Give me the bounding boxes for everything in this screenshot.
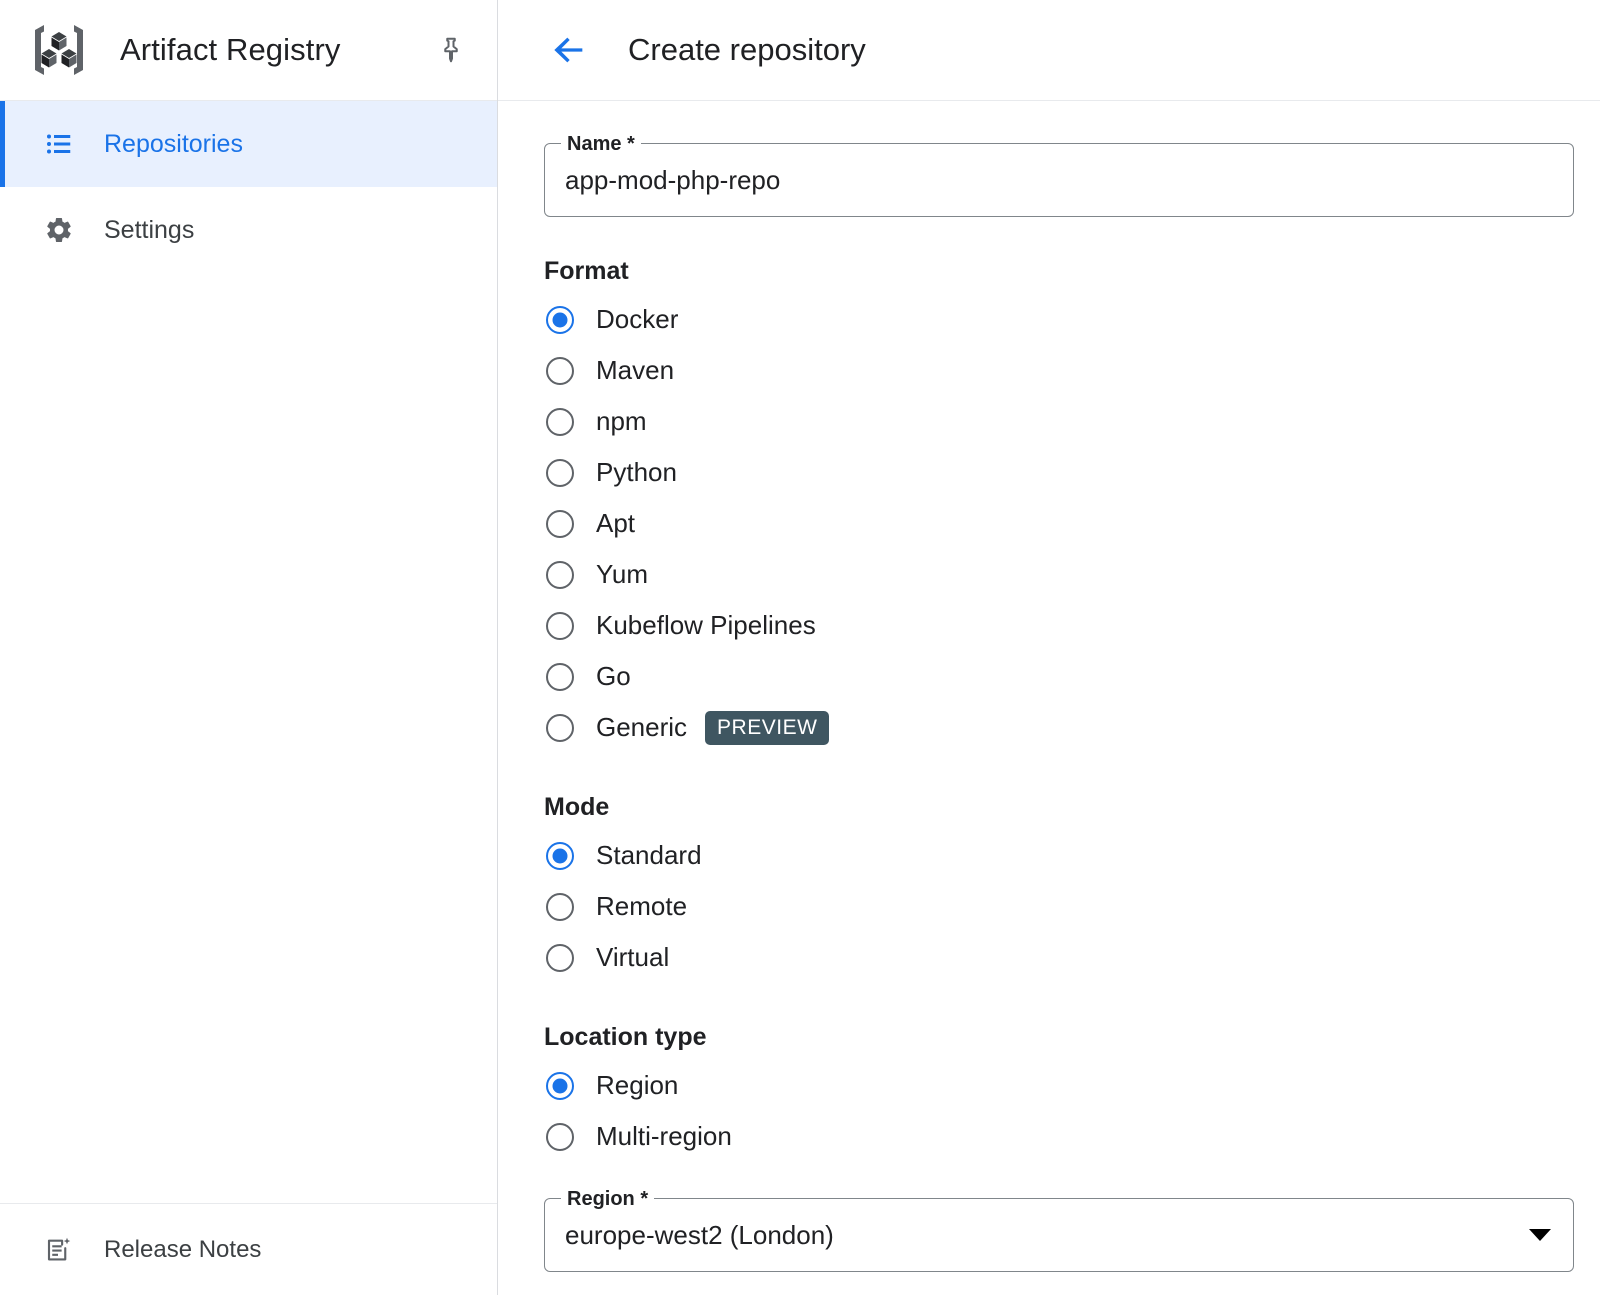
name-field[interactable]: Name * — [544, 131, 1574, 217]
radio-icon[interactable] — [546, 611, 574, 640]
sidebar-item-repositories[interactable]: Repositories — [0, 101, 497, 187]
radio-icon[interactable] — [546, 662, 574, 691]
format-option-maven[interactable]: Maven — [544, 345, 1600, 396]
name-field-label: Name * — [561, 131, 641, 157]
chevron-down-icon[interactable] — [1529, 1229, 1551, 1241]
create-repository-form: Name * Format Docker Maven npm — [498, 101, 1600, 1272]
pin-icon[interactable] — [429, 28, 473, 72]
radio-icon[interactable] — [546, 305, 574, 334]
artifact-registry-logo-icon — [28, 20, 90, 80]
sidebar-header: Artifact Registry — [0, 0, 497, 101]
format-option-label: npm — [596, 406, 647, 436]
mode-option-remote[interactable]: Remote — [544, 881, 1600, 932]
format-option-npm[interactable]: npm — [544, 396, 1600, 447]
preview-badge: PREVIEW — [705, 710, 830, 745]
location-type-section: Location type Region Multi-region — [544, 1023, 1600, 1162]
location-type-option-label: Region — [596, 1070, 679, 1100]
location-type-option-multi-region[interactable]: Multi-region — [544, 1111, 1600, 1162]
name-input[interactable] — [565, 165, 1553, 195]
format-option-label: Kubeflow Pipelines — [596, 610, 816, 640]
radio-icon[interactable] — [546, 943, 574, 972]
format-option-label: Go — [596, 661, 631, 691]
format-option-label: Maven — [596, 355, 675, 385]
mode-title: Mode — [544, 793, 610, 821]
mode-option-label: Remote — [596, 891, 688, 921]
back-arrow-icon[interactable] — [545, 26, 593, 74]
sidebar-item-settings[interactable]: Settings — [0, 187, 497, 273]
mode-option-virtual[interactable]: Virtual — [544, 932, 1600, 983]
format-option-label: Apt — [596, 508, 636, 538]
sidebar-item-label: Repositories — [104, 129, 243, 158]
format-option-apt[interactable]: Apt — [544, 498, 1600, 549]
radio-icon[interactable] — [546, 560, 574, 589]
format-option-label: Yum — [596, 559, 649, 589]
radio-icon[interactable] — [546, 841, 574, 870]
radio-icon[interactable] — [546, 892, 574, 921]
radio-icon[interactable] — [546, 509, 574, 538]
release-notes-button[interactable]: Release Notes — [0, 1203, 497, 1295]
format-option-go[interactable]: Go — [544, 651, 1600, 702]
content-header: Create repository — [498, 0, 1600, 101]
sidebar-item-label: Settings — [104, 215, 195, 244]
sidebar: Artifact Registry — [0, 0, 498, 1295]
format-title: Format — [544, 257, 629, 285]
radio-icon[interactable] — [546, 407, 574, 436]
radio-icon[interactable] — [546, 713, 574, 742]
format-option-generic[interactable]: Generic PREVIEW — [544, 702, 1600, 753]
mode-option-label: Virtual — [596, 942, 670, 972]
region-select-label: Region * — [561, 1186, 655, 1212]
format-option-label: Docker — [596, 304, 679, 334]
mode-option-standard[interactable]: Standard — [544, 830, 1600, 881]
mode-option-label: Standard — [596, 840, 702, 870]
format-option-label: Generic — [596, 712, 688, 742]
radio-icon[interactable] — [546, 458, 574, 487]
location-type-option-region[interactable]: Region — [544, 1060, 1600, 1111]
sidebar-nav: Repositories Settings — [0, 101, 497, 1203]
release-notes-icon — [42, 1233, 76, 1267]
radio-icon[interactable] — [546, 1071, 574, 1100]
format-option-label: Python — [596, 457, 677, 487]
location-type-option-label: Multi-region — [596, 1121, 732, 1151]
gear-icon — [42, 213, 76, 247]
page-title: Create repository — [628, 32, 866, 67]
list-icon — [42, 127, 76, 161]
format-option-kubeflow-pipelines[interactable]: Kubeflow Pipelines — [544, 600, 1600, 651]
mode-section: Mode Standard Remote Virtual — [544, 793, 1600, 983]
app-title: Artifact Registry — [120, 32, 341, 67]
format-section: Format Docker Maven npm Python — [544, 257, 1600, 753]
content-panel: Create repository Name * Format Docker M… — [498, 0, 1600, 1295]
format-option-docker[interactable]: Docker — [544, 294, 1600, 345]
radio-icon[interactable] — [546, 1122, 574, 1151]
radio-icon[interactable] — [546, 356, 574, 385]
region-select[interactable]: Region * europe-west2 (London) — [544, 1186, 1574, 1272]
release-notes-label: Release Notes — [104, 1235, 262, 1263]
format-option-python[interactable]: Python — [544, 447, 1600, 498]
format-option-yum[interactable]: Yum — [544, 549, 1600, 600]
location-type-title: Location type — [544, 1023, 707, 1051]
region-select-value: europe-west2 (London) — [565, 1220, 834, 1250]
